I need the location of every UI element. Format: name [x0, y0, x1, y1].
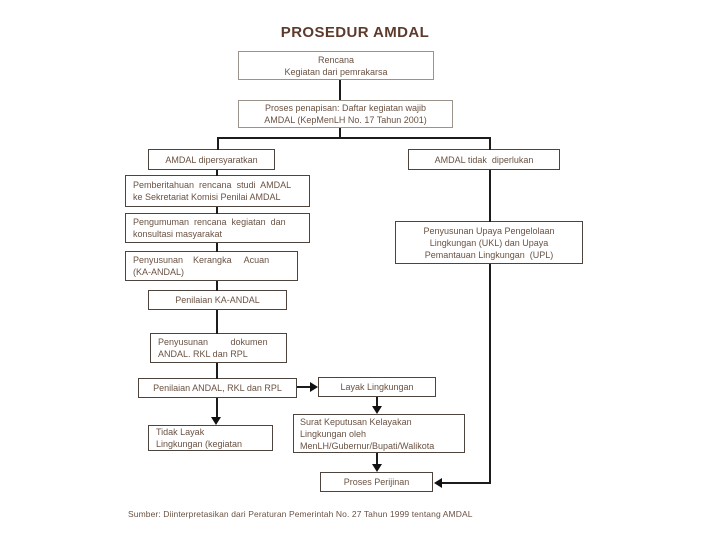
box-line: AMDAL tidak diperlukan	[434, 154, 534, 165]
box-surat-keputusan-kelayakan: Surat Keputusan Kelayakan Lingkungan ole…	[293, 414, 465, 453]
box-line: ANDAL. RKL dan RPL	[158, 349, 248, 359]
box-line: Penyusunan dokumen	[158, 337, 268, 347]
connector-ukl-down	[489, 264, 491, 484]
box-pemberitahuan-rencana-studi: Pemberitahuan rencana studi AMDAL ke Sek…	[125, 175, 310, 207]
box-line: Rencana	[317, 54, 355, 65]
box-tidak-layak-lingkungan: Tidak Layak Lingkungan (kegiatan	[148, 425, 273, 451]
box-line: (KA-ANDAL)	[133, 267, 185, 277]
box-layak-lingkungan: Layak Lingkungan	[318, 377, 436, 397]
box-line: Lingkungan (UKL) dan Upaya	[429, 237, 549, 248]
connector-penilaian-andal-to-tidak-layak	[216, 398, 218, 418]
box-line: ke Sekretariat Komisi Penilai AMDAL	[133, 192, 281, 202]
box-penyusunan-dokumen-andal: Penyusunan dokumen ANDAL. RKL dan RPL	[150, 333, 287, 363]
box-line: Penilaian KA-ANDAL	[175, 295, 260, 305]
box-line: AMDAL dipersyaratkan	[165, 154, 258, 165]
box-line: Proses Perijinan	[343, 477, 410, 487]
arrowhead-right-layak	[310, 382, 318, 392]
source-note: Sumber: Diinterpretasikan dari Peraturan…	[128, 509, 473, 519]
box-line: Pemberitahuan rencana studi AMDAL	[133, 180, 292, 190]
connector-layak-to-surat	[376, 397, 378, 407]
connector-penapisan-to-branch	[339, 128, 341, 139]
connector-penilaian-ka-to-penyusunan-dokumen	[216, 310, 218, 334]
box-line: MenLH/Gubernur/Bupati/Walikota	[300, 440, 435, 451]
box-line: Lingkungan oleh	[300, 428, 367, 439]
box-line: Kegiatan dari pemrakarsa	[284, 66, 388, 77]
arrowhead-down-surat	[372, 406, 382, 414]
connector-penilaian-andal-to-layak	[297, 386, 311, 388]
connector-ukl-to-perijinan	[441, 482, 491, 484]
page-title: PROSEDUR AMDAL	[280, 24, 430, 41]
box-proses-penapisan: Proses penapisan: Daftar kegiatan wajib …	[238, 100, 453, 128]
connector-penyusunan-dokumen-to-penilaian-andal	[216, 363, 218, 379]
box-line: AMDAL (KepMenLH No. 17 Tahun 2001)	[264, 115, 427, 125]
box-amdal-tidak-diperlukan: AMDAL tidak diperlukan	[408, 149, 560, 170]
box-penyusunan-kerangka-acuan: Penyusunan Kerangka Acuan (KA-ANDAL)	[125, 251, 298, 281]
box-line: Proses penapisan: Daftar kegiatan wajib	[264, 103, 427, 113]
box-proses-perijinan: Proses Perijinan	[320, 472, 433, 492]
box-line: Surat Keputusan Kelayakan	[300, 416, 412, 427]
box-amdal-dipersyaratkan: AMDAL dipersyaratkan	[148, 149, 275, 170]
connector-branch-horizontal	[217, 137, 491, 139]
box-line: Penyusunan Upaya Pengelolaan	[423, 225, 555, 236]
connector-penyusunan-ka-to-penilaian-ka	[216, 281, 218, 291]
connector-pengumuman-to-penyusunan-ka	[216, 243, 218, 252]
connector-rencana-to-penapisan	[339, 80, 341, 100]
box-line: Tidak Layak	[156, 427, 205, 437]
box-penyusunan-ukl-upl: Penyusunan Upaya Pengelolaan Lingkungan …	[395, 221, 583, 264]
connector-branch-to-tidak-diperlukan	[489, 137, 491, 150]
box-line: Penyusunan Kerangka Acuan	[133, 255, 270, 265]
box-penilaian-ka-andal: Penilaian KA-ANDAL	[148, 290, 287, 310]
box-pengumuman-rencana-kegiatan: Pengumuman rencana kegiatan dan konsulta…	[125, 213, 310, 243]
box-line: konsultasi masyarakat	[133, 229, 223, 239]
arrowhead-down-tidak-layak	[211, 417, 221, 425]
box-line: Pengumuman rencana kegiatan dan	[133, 217, 286, 227]
connector-tidak-diperlukan-to-ukl	[489, 170, 491, 222]
box-penilaian-andal-rkl-rpl: Penilaian ANDAL, RKL dan RPL	[138, 378, 297, 398]
arrowhead-left-perijinan	[434, 478, 442, 488]
box-line: Layak Lingkungan	[340, 382, 414, 392]
connector-pemberitahuan-to-pengumuman	[216, 207, 218, 214]
box-rencana-kegiatan: Rencana Kegiatan dari pemrakarsa	[238, 51, 434, 80]
connector-branch-to-dipersyaratkan	[217, 137, 219, 150]
box-line: Penilaian ANDAL, RKL dan RPL	[153, 383, 282, 393]
box-line: Lingkungan (kegiatan	[156, 439, 243, 449]
box-line: Pemantauan Lingkungan (UPL)	[424, 249, 554, 260]
connector-surat-to-perijinan	[376, 453, 378, 465]
connector-dipersyaratkan-to-pemberitahuan	[216, 170, 218, 176]
arrowhead-down-perijinan	[372, 464, 382, 472]
